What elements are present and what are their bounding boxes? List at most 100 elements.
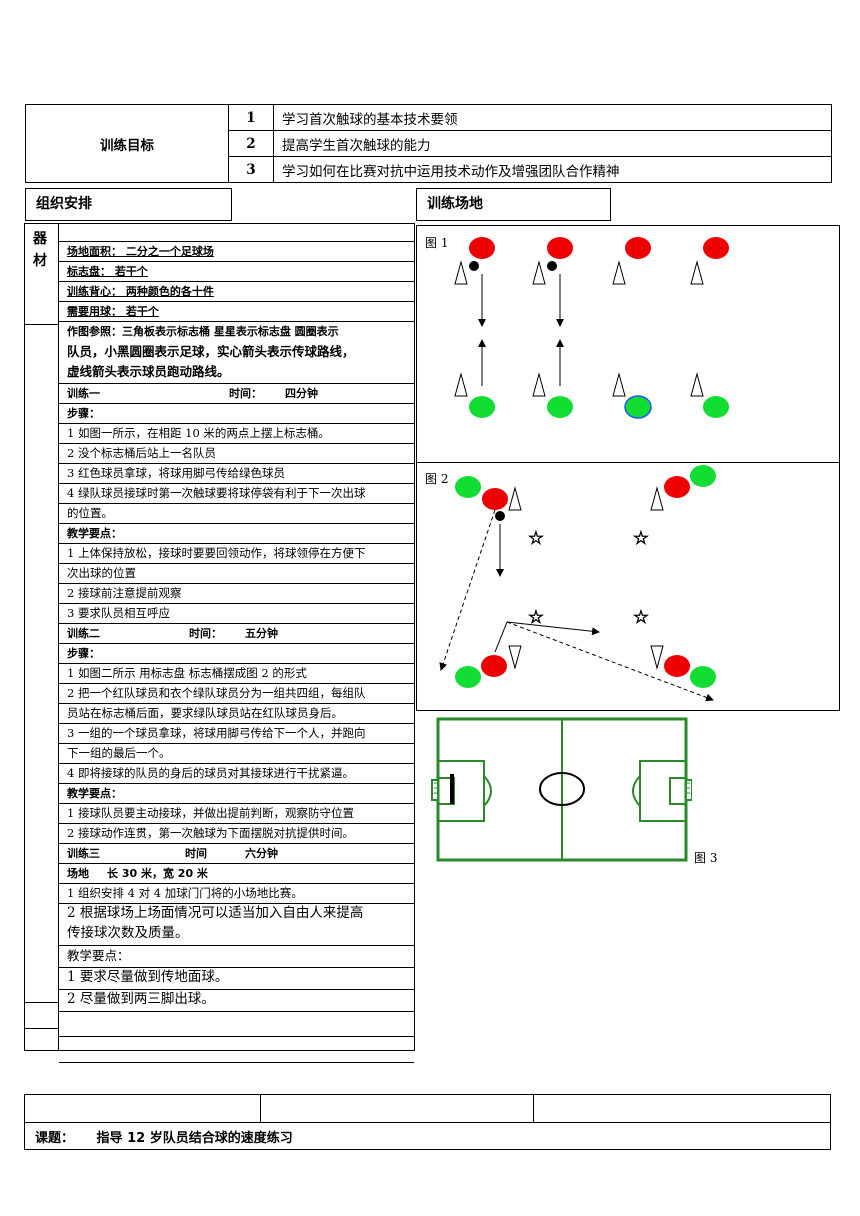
org-header: 组织安排 (25, 188, 232, 221)
drill1-point: 3 要求队员相互呼应 (59, 604, 414, 624)
cone-icon (690, 372, 704, 397)
green-player-icon (690, 465, 716, 487)
topic-text: 指导 12 岁队员结合球的速度练习 (96, 1130, 293, 1146)
equipment-line: 标志盘： 若干个 (59, 262, 414, 282)
drill3-point: 1 要求尽量做到传地面球。 (59, 968, 414, 990)
goal-number: 3 (228, 156, 274, 183)
green-player-icon (547, 396, 573, 418)
red-player-icon (664, 655, 690, 677)
drill2-point: 1 接球队员要主动接球，并做出提前判断，观察防守位置 (59, 804, 414, 824)
column-divider (58, 224, 59, 1050)
drill2-step: 4 即将接球的队员的身后的球员对其接球进行干扰紧逼。 (59, 764, 414, 784)
drill3-item: 2 根据球场上场面情况可以适当加入自由人来提高 (67, 905, 364, 921)
fig1-label: 图 1 (425, 236, 449, 250)
fig1-diagram (454, 237, 729, 419)
drill2-time-label: 时间： (189, 627, 222, 640)
goal-number: 1 (228, 104, 274, 131)
drill1-steps-label: 步骤： (59, 404, 414, 424)
drill3-time-label: 时间 (185, 847, 207, 860)
disc-marker-icon: ☆ (633, 528, 649, 549)
goal-text: 学习首次触球的基本技术要领 (273, 104, 832, 131)
disc-marker-icon: ☆ (633, 607, 649, 628)
green-player-icon (624, 395, 652, 419)
disc-marker-icon: ☆ (528, 528, 544, 549)
cone-icon (650, 486, 664, 511)
green-player-icon (469, 396, 495, 418)
ball-icon (547, 261, 557, 271)
pitch-diagram (431, 717, 692, 862)
drill1-time-value: 四分钟 (285, 387, 318, 400)
org-lines: 场地面积： 二分之一个足球场 标志盘： 若干个 训练背心： 两种颜色的各十件 需… (59, 224, 414, 1063)
drill1-header: 训练一 时间： 四分钟 (59, 384, 414, 404)
cone-icon (650, 645, 664, 670)
drill3-time-value: 六分钟 (245, 847, 278, 860)
drill2-step: 2 把一个红队球员和衣个绿队球员分为一组共四组，每组队 (59, 684, 414, 704)
drill3-point: 2 尽量做到两三脚出球。 (59, 990, 414, 1012)
drill2-name: 训练二 (67, 627, 100, 640)
drill1-step: 4 绿队球员接球时第一次触球要将球停袋有利于下一次出球 (59, 484, 414, 504)
drill2-header: 训练二 时间： 五分钟 (59, 624, 414, 644)
cone-icon (532, 372, 546, 397)
green-player-icon (455, 666, 481, 688)
goal-text: 学习如何在比赛对抗中运用技术动作及增强团队合作精神 (273, 156, 832, 183)
red-player-icon (547, 237, 573, 259)
goals-label: 训练目标 (25, 104, 229, 183)
green-player-icon (455, 476, 481, 498)
drill3-field-value: 长 30 米，宽 20 米 (107, 867, 208, 880)
topic-row: 课题： 指导 12 岁队员结合球的速度练习 (24, 1122, 831, 1150)
ball-icon (495, 511, 505, 521)
drill3-item: 传接球次数及质量。 (59, 924, 414, 946)
drill1-time-label: 时间： (229, 387, 262, 400)
drill1-point: 2 接球前注意提前观察 (59, 584, 414, 604)
diagram-box: 图 1 图 2 (416, 225, 840, 711)
equipment-label-2: 材 (33, 253, 47, 269)
legend-line: 虚线箭头表示球员跑动路线。 (59, 362, 414, 384)
drill2-step: 员站在标志桶后面，要求绿队球员站在红队球员身后。 (59, 704, 414, 724)
goal-number: 2 (228, 130, 274, 157)
red-player-icon (703, 237, 729, 259)
cone-icon (532, 260, 546, 285)
topic-label: 课题： (35, 1130, 75, 1146)
drill1-name: 训练一 (67, 387, 100, 400)
drill1-point: 1 上体保持放松，接球时要要回领动作，将球领停在方便下 (59, 544, 414, 564)
cone-icon (612, 260, 626, 285)
drill1-step: 2 没个标志桶后站上一名队员 (59, 444, 414, 464)
drill2-step: 1 如图二所示 用标志盘 标志桶摆成图 2 的形式 (59, 664, 414, 684)
cone-icon (690, 260, 704, 285)
drill2-steps-label: 步骤： (59, 644, 414, 664)
drill2-time-value: 五分钟 (245, 627, 278, 640)
red-player-icon (625, 237, 651, 259)
goal-icon (685, 779, 692, 801)
disc-marker-icon: ☆ (528, 607, 544, 628)
drill2-points-label: 教学要点： (59, 784, 414, 804)
equipment-line: 训练背心： 两种颜色的各十件 (59, 282, 414, 302)
equipment-line: 场地面积： 二分之一个足球场 (59, 242, 414, 262)
drill3-field-label: 场地 (67, 867, 89, 880)
red-player-icon (482, 488, 508, 510)
drill1-step: 1 如图一所示，在相距 10 米的两点上摆上标志桶。 (59, 424, 414, 444)
drill1-step: 3 红色球员拿球，将球用脚弓传给绿色球员 (59, 464, 414, 484)
legend-line: 作图参照：三角板表示标志桶 星星表示标志盘 圆圈表示 (67, 325, 339, 338)
ball-icon (469, 261, 479, 271)
drill2-step: 下一组的最后一个。 (59, 744, 414, 764)
drill3-header: 训练三 时间 六分钟 (59, 844, 414, 864)
drill3-item: 1 组织安排 4 对 4 加球门门将的小场地比赛。 (59, 884, 414, 904)
fig2-label: 图 2 (425, 472, 449, 486)
equipment-label-1: 器 (33, 231, 47, 247)
equipment-line: 需要用球： 若干个 (59, 302, 414, 322)
green-player-icon (703, 396, 729, 418)
goal-icon (431, 779, 439, 801)
drill2-step: 3 一组的一个球员拿球，将球用脚弓传给下一个人，并跑向 (59, 724, 414, 744)
cone-icon (612, 372, 626, 397)
drill1-points-label: 教学要点： (59, 524, 414, 544)
drill2-point: 2 接球动作连贯，第一次触球为下面摆脱对抗提供时间。 (59, 824, 414, 844)
red-player-icon (664, 476, 690, 498)
training-goals-table: 训练目标 1 学习首次触球的基本技术要领 2 提高学生首次触球的能力 3 学习如… (25, 104, 832, 183)
red-player-icon (481, 655, 507, 677)
red-player-icon (469, 237, 495, 259)
goal-text: 提高学生首次触球的能力 (273, 130, 832, 157)
center-circle (539, 772, 585, 806)
footer-table: 课题： 指导 12 岁队员结合球的速度练习 (24, 1094, 831, 1150)
field-header: 训练场地 (416, 188, 611, 221)
drill1-step: 的位置。 (59, 504, 414, 524)
